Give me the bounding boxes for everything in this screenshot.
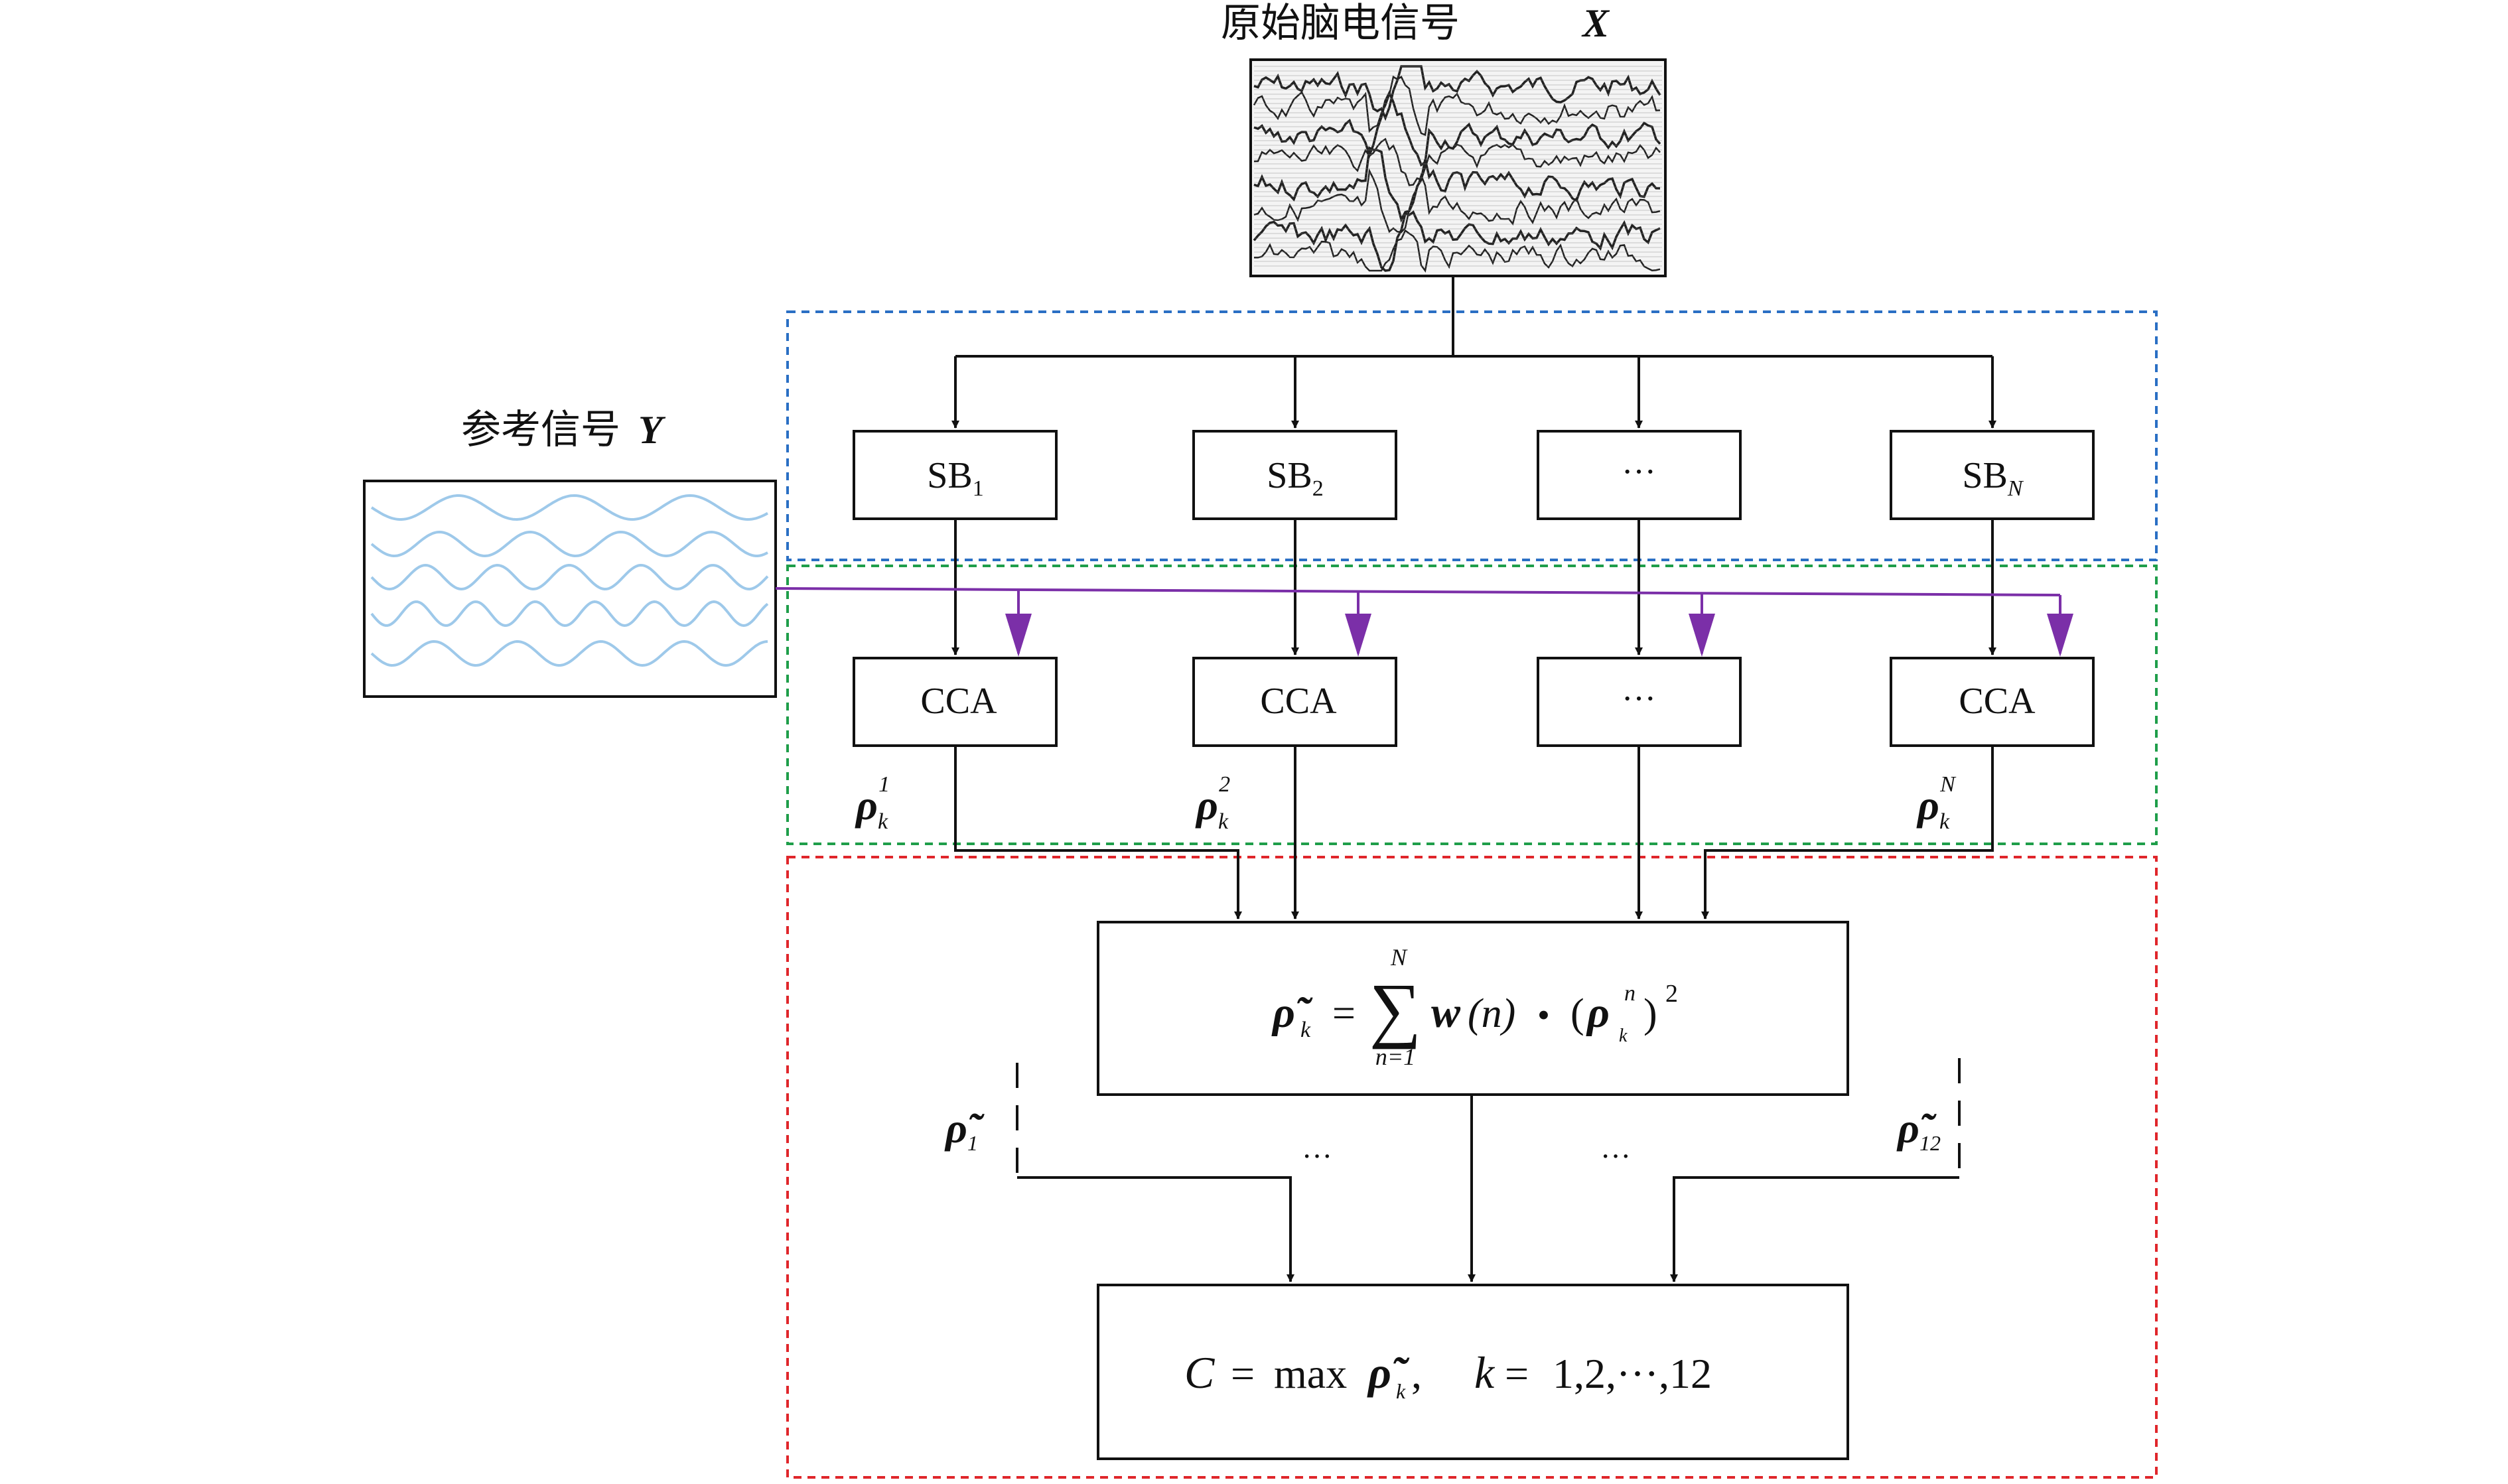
subband-box-ellipsis: ··· <box>1537 430 1742 520</box>
svg-text:2: 2 <box>1665 980 1678 1008</box>
subband-index: 1 <box>973 476 984 501</box>
svg-text:=: = <box>1332 991 1356 1036</box>
cca-group-box <box>786 565 2158 845</box>
svg-text:max: max <box>1274 1350 1347 1397</box>
svg-text:k: k <box>1474 1347 1496 1398</box>
svg-text:···: ··· <box>1622 453 1656 491</box>
decision-formula: C = max ρ̃ k , k = 1,2,···,12 <box>1184 1347 1712 1403</box>
svg-text:CCA: CCA <box>1959 681 2036 722</box>
svg-text:): ) <box>1643 991 1657 1036</box>
svg-text:1,2,···,12: 1,2,···,12 <box>1553 1350 1712 1397</box>
reference-signal-image <box>363 480 777 698</box>
reference-distribution-arrows <box>775 587 2061 653</box>
svg-text:N: N <box>1390 944 1408 971</box>
svg-text:SB1: SB1 <box>927 455 984 501</box>
svg-text:CCA: CCA <box>920 681 997 722</box>
subband-index: N <box>2007 476 2024 501</box>
cca-to-fusion-arrows <box>954 746 1994 919</box>
eeg-split-lines <box>951 276 1996 429</box>
svg-text:=: = <box>1505 1350 1529 1397</box>
subband-label: SB <box>927 455 973 496</box>
subband-box-n: SBN <box>1890 430 2095 520</box>
svg-text:n: n <box>1624 981 1636 1006</box>
subband-box-2: SB2 <box>1192 430 1397 520</box>
ellipsis-left: ··· <box>1302 1139 1332 1173</box>
cca-box-2: CCA <box>1192 657 1397 747</box>
rho-label-n: ρkN <box>1916 772 1957 834</box>
eeg-symbol: X <box>1581 1 1610 45</box>
subband-index: 2 <box>1312 476 1324 501</box>
ref-label: 参考信号 <box>461 407 620 453</box>
subband-label: SB <box>1962 455 2008 496</box>
svg-text:C: C <box>1184 1347 1215 1398</box>
svg-text:(n): (n) <box>1468 991 1515 1036</box>
subband-label: SB <box>1267 455 1312 496</box>
fusion-box: ρ̃ k = ∑ N n=1 w (n) • ( ρ n k ) 2 <box>1097 921 1849 1096</box>
svg-text:ρ: ρ <box>1586 988 1610 1037</box>
eeg-label: 原始脑电信号 <box>1221 0 1460 46</box>
decision-box: C = max ρ̃ k , k = 1,2,···,12 <box>1097 1284 1849 1460</box>
svg-text:,: , <box>1411 1350 1422 1397</box>
rho-tilde-1-label: ρ̃1 <box>944 1105 985 1155</box>
svg-text:SBN: SBN <box>1962 455 2024 501</box>
fusion-formula: ρ̃ k = ∑ N n=1 w (n) • ( ρ n k ) 2 <box>1271 944 1678 1070</box>
fusion-group-box <box>786 856 2158 1479</box>
ref-symbol: Y <box>638 408 666 452</box>
svg-text:k: k <box>1396 1379 1406 1403</box>
rho-tilde-12-label: ρ̃12 <box>1896 1105 1941 1155</box>
fusion-to-decision-lines <box>1016 1058 1961 1282</box>
svg-text:CCA: CCA <box>1260 681 1337 722</box>
rho-label-1: ρk1 <box>855 772 890 834</box>
cca-box-1: CCA <box>853 657 1058 747</box>
subband-to-cca-arrows <box>951 519 1996 655</box>
svg-text:k: k <box>1619 1026 1628 1046</box>
eeg-signal-image <box>1249 58 1667 277</box>
rho-label-2: ρk2 <box>1195 772 1230 834</box>
svg-text:∑: ∑ <box>1369 969 1421 1049</box>
filter-bank-group-box <box>786 310 2158 561</box>
svg-text:•: • <box>1537 995 1550 1035</box>
svg-text:n=1: n=1 <box>1375 1044 1415 1070</box>
svg-text:k: k <box>1300 1018 1311 1042</box>
subband-box-1: SB1 <box>853 430 1058 520</box>
cca-box-ellipsis: ··· <box>1537 657 1742 747</box>
svg-text:=: = <box>1231 1350 1255 1397</box>
ellipsis-right: ··· <box>1600 1139 1631 1173</box>
svg-text:···: ··· <box>1622 680 1656 718</box>
svg-text:(: ( <box>1570 991 1584 1036</box>
cca-box-n: CCA <box>1890 657 2095 747</box>
reference-arrowheads <box>1005 614 2073 657</box>
svg-text:w: w <box>1431 988 1461 1037</box>
svg-text:SB2: SB2 <box>1267 455 1324 501</box>
